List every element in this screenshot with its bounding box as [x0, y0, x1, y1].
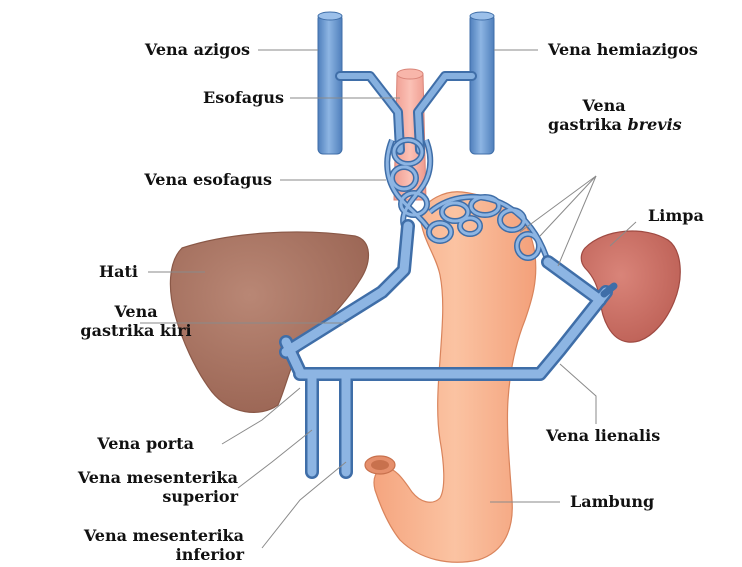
label-vena-mesenterika-inferior: Vena mesenterika inferior	[84, 526, 244, 564]
label-lambung: Lambung	[570, 492, 654, 511]
label-limpa: Limpa	[648, 206, 704, 225]
label-vena-gastrika-kiri-line2: gastrika kiri	[80, 321, 192, 340]
hemiazygos-vein	[470, 14, 494, 154]
label-vena-mesenterika-superior: Vena mesenterika superior	[78, 468, 238, 506]
label-vena-gastrika-brevis-word: gastrika	[548, 115, 622, 134]
label-vena-esofagus: Vena esofagus	[144, 170, 272, 189]
label-vena-gastrika-kiri: Vena gastrika kiri	[80, 302, 192, 340]
spleen-shape	[581, 231, 680, 342]
label-vena-lienalis: Vena lienalis	[546, 426, 660, 445]
label-vena-mesenterika-inferior-line2: inferior	[84, 545, 244, 564]
label-vena-azigos: Vena azigos	[145, 40, 250, 59]
label-hati: Hati	[99, 262, 138, 281]
label-vena-mesenterika-superior-line2: superior	[78, 487, 238, 506]
label-vena-gastrika-brevis-italic: brevis	[628, 115, 682, 134]
label-vena-gastrika-brevis-line2: gastrika brevis	[548, 115, 660, 134]
label-vena-mesenterika-superior-line1: Vena mesenterika	[78, 468, 238, 487]
label-vena-mesenterika-inferior-line1: Vena mesenterika	[84, 526, 244, 545]
label-vena-porta: Vena porta	[97, 434, 194, 453]
label-esofagus: Esofagus	[203, 88, 284, 107]
label-vena-gastrika-brevis: Vena gastrika brevis	[548, 96, 660, 134]
label-vena-gastrika-kiri-line1: Vena	[80, 302, 192, 321]
azygos-vein	[318, 14, 342, 154]
label-vena-gastrika-brevis-line1: Vena	[548, 96, 660, 115]
label-vena-hemiazigos: Vena hemiazigos	[548, 40, 698, 59]
